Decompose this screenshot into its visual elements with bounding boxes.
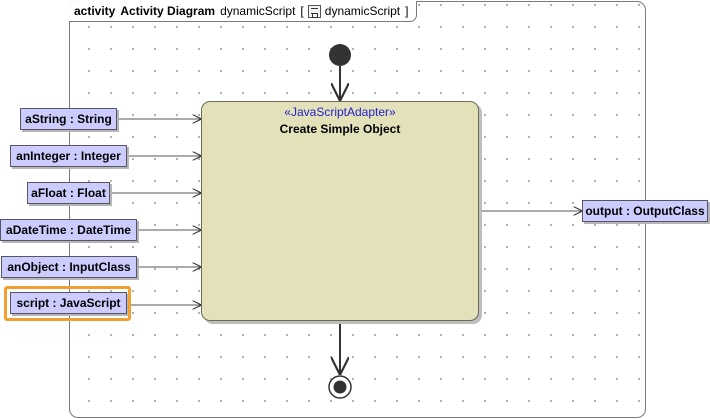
- frame-diagram-name: dynamicScript: [220, 4, 296, 18]
- action-name: Create Simple Object: [279, 122, 401, 136]
- initial-node-icon[interactable]: [329, 44, 351, 66]
- frame-bracket-open: [: [300, 4, 304, 18]
- activity-final-node-icon[interactable]: [328, 375, 352, 399]
- input-pin-anInteger[interactable]: anInteger : Integer: [10, 145, 127, 167]
- input-pin-aString[interactable]: aString : String: [20, 108, 117, 130]
- script-icon: [307, 4, 321, 18]
- input-pin-script[interactable]: script : JavaScript: [10, 292, 127, 314]
- action-stereotype: «JavaScriptAdapter»: [284, 105, 396, 119]
- frame-bracket-close: ]: [405, 4, 409, 18]
- selection-highlight: [4, 286, 131, 321]
- frame-kind-keyword: activity: [74, 4, 116, 18]
- frame-behavior-name: dynamicScript: [324, 4, 401, 18]
- action-create-simple-object[interactable]: «JavaScriptAdapter» Create Simple Object: [201, 101, 479, 321]
- frame-diagram-type: Activity Diagram: [120, 4, 216, 18]
- output-pin-output[interactable]: output : OutputClass: [582, 200, 708, 222]
- input-pin-aFloat[interactable]: aFloat : Float: [27, 182, 110, 204]
- input-pin-anObject[interactable]: anObject : InputClass: [1, 256, 137, 278]
- input-pin-aDateTime[interactable]: aDateTime : DateTime: [0, 219, 137, 241]
- frame-header: activity Activity Diagram dynamicScript …: [69, 1, 418, 22]
